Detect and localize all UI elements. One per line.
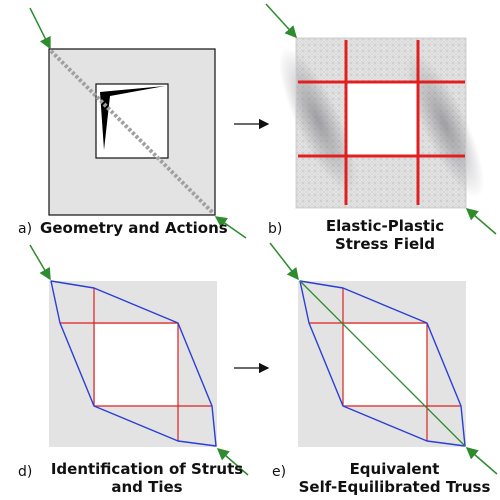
panel-b-force-top: [265, 3, 298, 39]
panel-a-wedge: [100, 86, 165, 150]
caption-a-letter: a): [18, 221, 33, 237]
caption-d-line2: and Ties: [111, 478, 183, 496]
caption-b-line1: Elastic-Plastic: [325, 217, 445, 235]
panel-d: [29, 244, 249, 476]
panel-b-shade-right: [405, 51, 485, 199]
caption-d-letter: d): [18, 464, 33, 480]
caption-e-line2: Self-Equilibrated Truss: [298, 478, 491, 496]
panel-e-force-top: [269, 242, 299, 281]
caption-a: a) Geometry and Actions: [18, 219, 228, 238]
caption-e-title: Equivalent Self-Equilibrated Truss: [292, 460, 497, 496]
panel-b: [265, 3, 497, 235]
caption-b-title: Elastic-Plastic Stress Field: [300, 217, 470, 253]
panel-a-force-bottom: [214, 216, 247, 239]
panel-d-force-bottom: [216, 448, 249, 476]
panel-d-strut-polygon: [50, 280, 217, 447]
caption-a-title: Geometry and Actions: [40, 219, 228, 237]
panel-d-opening: [95, 324, 178, 406]
caption-d-letter-wrap: d): [18, 462, 40, 481]
caption-d-line1: Identification of Struts: [50, 460, 244, 478]
panel-b-force-bottom: [465, 208, 497, 235]
caption-b-letter-wrap: b): [268, 219, 290, 238]
panel-b-opening: [347, 83, 417, 155]
panel-a: [29, 7, 247, 239]
caption-b-letter: b): [268, 221, 283, 237]
panel-e-diagonal: [299, 280, 466, 447]
panel-e-force-bottom: [465, 447, 498, 475]
panel-b-outline: [295, 37, 467, 209]
panel-a-force-top: [29, 7, 51, 50]
panel-e: [269, 242, 498, 475]
caption-d-title: Identification of Struts and Ties: [42, 460, 252, 496]
panel-a-dotted-diagonal: [49, 49, 215, 215]
caption-e-letter-wrap: e): [272, 462, 294, 481]
caption-e-letter: e): [272, 464, 287, 480]
caption-b-line2: Stress Field: [334, 235, 436, 253]
panel-d-force-top: [29, 244, 51, 281]
caption-e-line1: Equivalent: [349, 460, 440, 478]
